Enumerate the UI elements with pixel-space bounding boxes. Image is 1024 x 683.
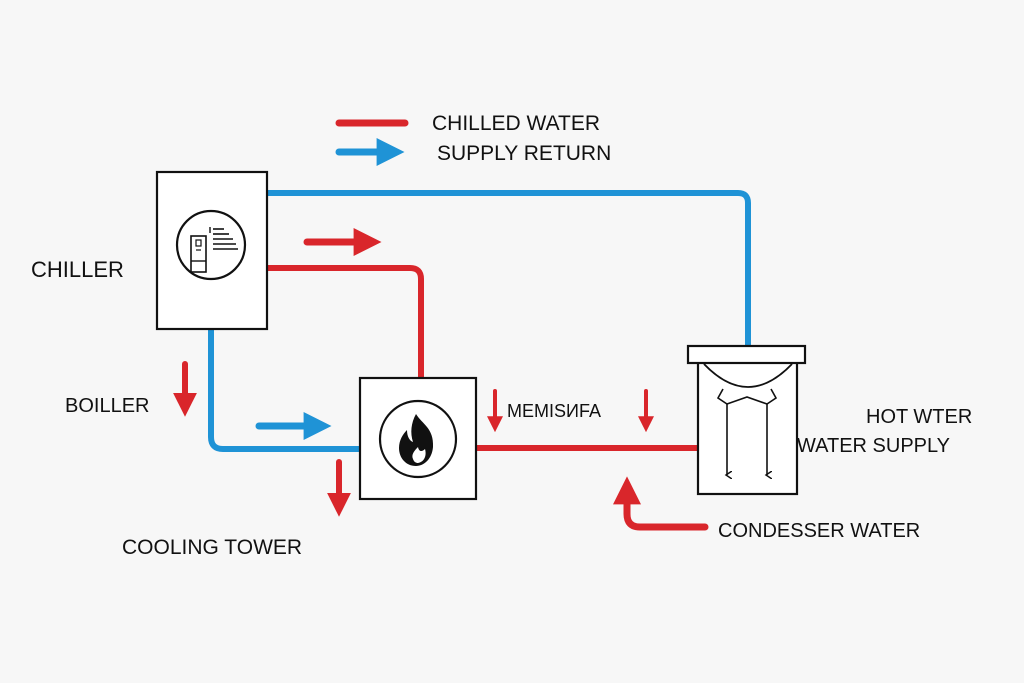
- chiller-unit[interactable]: [155, 170, 269, 331]
- condenser-water-label: CONDESSER WATER: [718, 520, 920, 542]
- chiller-unit-icon: [175, 209, 247, 281]
- pipe-chiller-to-boiler-blue: [208, 326, 363, 452]
- cooling-tower-label: COOLING TOWER: [122, 536, 302, 559]
- hot-water-label-line1: HOT WTER: [866, 406, 972, 428]
- flow-arrow-condenser-up: [613, 476, 709, 531]
- hot-water-tank[interactable]: [686, 344, 807, 496]
- legend-chilled-water-label: CHILLED WATER: [432, 112, 600, 135]
- chiller-label: CHILLER: [31, 257, 124, 282]
- flame-icon: [399, 414, 434, 466]
- pipe-chiller-to-boiler-red: [265, 265, 424, 381]
- boiler-label: BOILLER: [65, 395, 149, 417]
- pipe-chiller-to-tank-blue: [265, 190, 751, 349]
- pipe-label: MEMISИFA: [507, 401, 601, 421]
- tank-heater-icon: [703, 363, 793, 475]
- hot-water-label-line2: WATER SUPPLY: [797, 435, 950, 457]
- legend-supply-return-label: SUPPLY RETURN: [437, 142, 611, 165]
- boiler-unit[interactable]: [358, 376, 478, 501]
- legend: CHILLED WATER SUPPLY RETURN: [335, 112, 611, 166]
